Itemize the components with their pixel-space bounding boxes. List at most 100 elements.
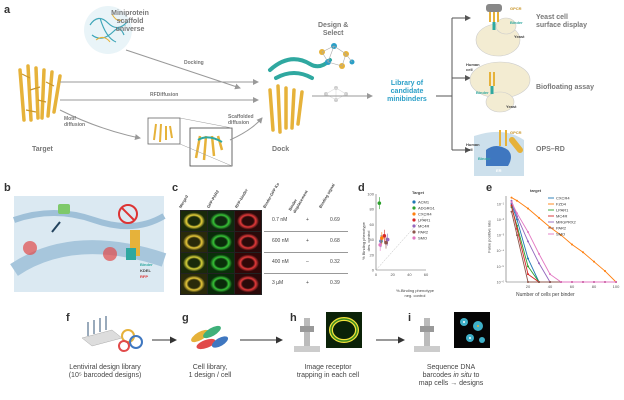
e-xtick: 40 — [548, 284, 553, 289]
barcode-image — [454, 312, 490, 348]
d-legend-marker — [412, 212, 416, 216]
ops-rd-label: OPS–RD — [536, 146, 565, 153]
d-xlabel: %-Binding phenotype neg. control — [395, 288, 435, 298]
e-legend-item: PAR2 — [556, 226, 567, 231]
e-ytick: 10⁻² — [497, 218, 505, 222]
target-protein-icon — [18, 64, 62, 122]
d-ytick: 20 — [370, 252, 375, 257]
rfdiffusion-label: RFDiffusion — [150, 92, 179, 98]
c-image-r0-c2 — [234, 210, 262, 232]
d-legend-marker — [412, 206, 416, 210]
caption-i-post: to map cells → designs — [418, 372, 484, 387]
e-point — [538, 216, 540, 219]
d-point-smo — [378, 243, 382, 247]
er-label: ER — [496, 168, 502, 173]
d-legend-marker — [412, 200, 416, 204]
d-point-lpar1 — [382, 234, 387, 238]
biofloating-label: Biofloating assay — [536, 84, 594, 91]
c-image-r0-c0 — [180, 210, 208, 232]
e-ytick: 10⁻¹ — [497, 202, 505, 206]
microscope-icon-i — [414, 318, 440, 352]
e-point — [549, 281, 551, 283]
d-legend-item: LPAR1 — [418, 218, 431, 223]
e-ytick: 10⁻⁴ — [497, 249, 505, 253]
e-xtick: 60 — [570, 284, 575, 289]
e-xlabel: Number of cells per binder — [516, 292, 575, 298]
d-ytick: 60 — [370, 222, 375, 227]
human-cell-label-1: Human cell — [466, 62, 480, 72]
d-point-par2 — [384, 240, 388, 245]
d-ytick: 0 — [372, 268, 375, 273]
panel-label-a: a — [4, 4, 11, 16]
biofloating-icon — [469, 61, 531, 113]
b-binder-label: Binder — [140, 262, 153, 267]
binder-label-2: Binder — [476, 90, 489, 95]
panel-label-h: h — [290, 312, 297, 324]
cell-library-icon — [191, 325, 229, 350]
e-point — [510, 210, 513, 213]
e-point — [593, 281, 595, 283]
c-kd-value: 600 nM — [272, 238, 289, 244]
c-row-divider — [264, 252, 348, 253]
e-legend-item: FZD4 — [556, 202, 567, 207]
e-point — [527, 207, 529, 210]
e-ytick: 10⁻⁵ — [497, 265, 505, 269]
e-point — [549, 273, 551, 276]
e-xtick: 20 — [526, 284, 531, 289]
c-image-r1-c1 — [207, 231, 235, 253]
e-point — [527, 240, 529, 243]
d-legend-marker — [412, 236, 416, 240]
c-binding-signal: 0.32 — [330, 259, 340, 265]
scaffold-universe-icon — [84, 6, 132, 54]
e-xtick: 100 — [613, 284, 620, 289]
e-point — [527, 230, 529, 233]
target-label: Target — [32, 146, 53, 153]
caption-i-em: in situ — [453, 372, 472, 379]
c-displacement: + — [306, 238, 309, 244]
d-point-adgrg1 — [377, 201, 382, 205]
e-point — [538, 281, 540, 283]
library-label: Library of candidate minibinders — [387, 80, 427, 103]
c-header-kd: Binder-GFP Kᴅ — [261, 181, 281, 209]
e-point — [571, 281, 573, 283]
c-binding-signal: 0.69 — [330, 217, 340, 223]
panel-label-i: i — [408, 312, 412, 324]
caption-i-pre: Sequence DNA barcodes — [422, 364, 476, 379]
e-point — [582, 281, 584, 283]
d-legend-item: PAR2 — [418, 230, 429, 235]
d-point-mc4r — [385, 237, 390, 242]
e-legend-title: target — [530, 188, 542, 193]
e-point — [510, 204, 513, 207]
c-image-r2-c0 — [180, 252, 208, 274]
caption-i: Sequence DNA barcodes in situ to map cel… — [396, 364, 506, 388]
design-network-icon — [319, 43, 355, 102]
c-binding-signal: 0.68 — [330, 238, 340, 244]
d-ytick: 40 — [370, 237, 375, 242]
d-ytick: 80 — [370, 207, 375, 212]
c-image-r0-c1 — [207, 210, 235, 232]
d-legend-item: SMO — [418, 236, 427, 241]
c-image-r1-c2 — [234, 231, 262, 253]
e-point — [527, 265, 529, 268]
panel-label-g: g — [182, 312, 189, 324]
d-point-cxcr4 — [380, 236, 384, 240]
c-image-r1-c0 — [180, 231, 208, 253]
panel-label-d: d — [358, 182, 365, 194]
c-image-r3-c1 — [207, 273, 235, 295]
design-select-label: Design & Select — [318, 22, 349, 37]
panel-label-b: b — [4, 182, 11, 194]
e-point — [516, 215, 518, 218]
gpcr-label-2: GPCR — [510, 130, 522, 135]
c-kd-value: 400 nM — [272, 259, 289, 265]
e-point — [516, 218, 518, 221]
c-image-r3-c0 — [180, 273, 208, 295]
c-image-r2-c2 — [234, 252, 262, 274]
d-legend-marker — [412, 224, 416, 228]
d-ytick: 100 — [367, 192, 374, 197]
dock-label: Dock — [272, 146, 290, 153]
panel-label-c: c — [172, 182, 179, 194]
